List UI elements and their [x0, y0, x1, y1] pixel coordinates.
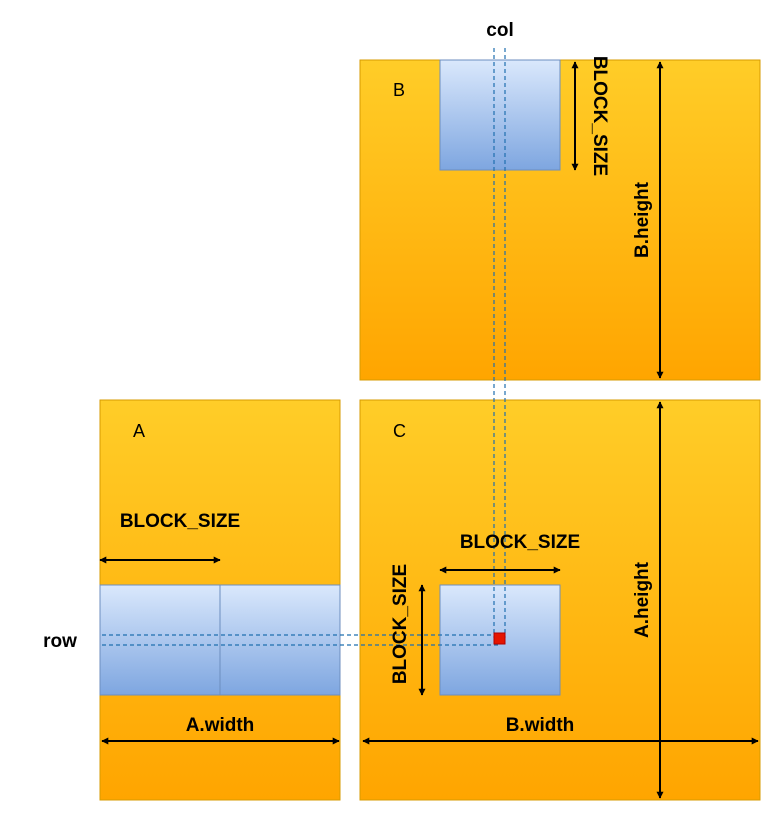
matrix-b-label: B: [393, 80, 405, 100]
matrix-a-label: A: [133, 421, 145, 441]
guide-lines: [102, 48, 506, 646]
row-label: row: [43, 631, 77, 652]
a-width-label: A.width: [186, 715, 255, 736]
a-height-label: A.height: [632, 561, 653, 638]
b-height-label: B.height: [632, 181, 653, 258]
c-block-size-vertical-label: BLOCK_SIZE: [390, 564, 411, 684]
matrix-a-block-2: [219, 584, 341, 696]
dimension-arrows: [99, 61, 759, 799]
matrix-b-block: [439, 59, 561, 171]
matrix-c-label: C: [393, 421, 406, 441]
output-element-marker: [493, 632, 506, 645]
col-label: col: [486, 20, 513, 41]
matrix-a-block-1: [99, 584, 221, 696]
b-width-label: B.width: [506, 715, 575, 736]
c-block-size-horizontal-label: BLOCK_SIZE: [460, 532, 580, 553]
a-block-size-label: BLOCK_SIZE: [120, 511, 240, 532]
b-block-size-label: BLOCK_SIZE: [589, 56, 610, 176]
